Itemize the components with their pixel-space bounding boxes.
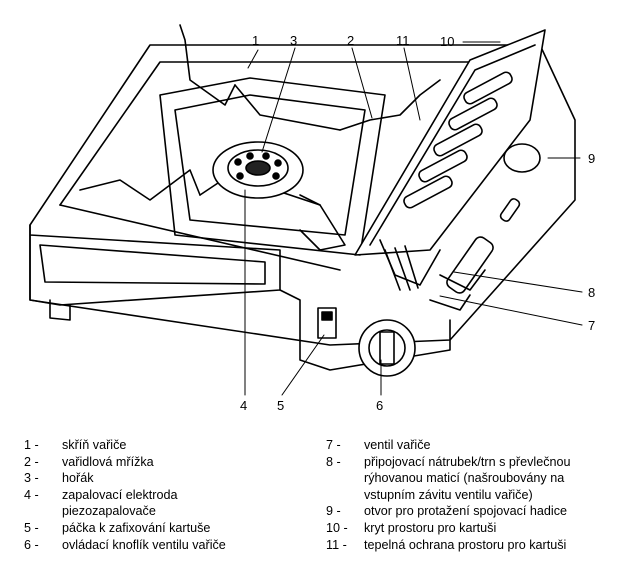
legend-text: tepelná ochrana prostoru pro kartuši xyxy=(364,537,567,552)
legend-key: 9 - xyxy=(326,504,341,519)
legend-row: 11 - tepelná ochrana prostoru pro kartuši xyxy=(326,537,571,554)
legend-right: 7 - ventil vařiče 8 - připojovací nátrubek/… xyxy=(326,437,571,553)
legend-row: 10 - kryt prostoru pro kartuši xyxy=(326,520,571,537)
legend-key: 11 - xyxy=(326,537,347,552)
callout-1: 1 xyxy=(252,33,259,48)
cooktop-plate xyxy=(159,77,386,256)
legend-key: 4 - xyxy=(24,487,39,502)
legend-text: připojovací nátrubek/trn s převlečnou xyxy=(364,454,571,469)
legend-key xyxy=(24,503,62,520)
legend-row: 2 - vařidlová mřížka xyxy=(24,454,226,471)
heat-shield xyxy=(379,239,441,291)
callout-10: 10 xyxy=(440,34,454,49)
callout-4: 4 xyxy=(240,398,247,413)
callout-2: 2 xyxy=(347,33,354,48)
lock-lever xyxy=(317,307,337,339)
legend-key xyxy=(326,487,364,504)
legend-row: 7 - ventil vařiče xyxy=(326,437,571,454)
callout-6: 6 xyxy=(376,398,383,413)
legend-text: zapalovací elektroda xyxy=(62,487,178,502)
legend-key xyxy=(326,470,364,487)
callout-11: 11 xyxy=(396,33,410,48)
legend-text: kryt prostoru pro kartuši xyxy=(364,520,497,535)
legend-key: 10 - xyxy=(326,520,348,535)
hose-hole xyxy=(503,143,541,173)
control-knob xyxy=(358,319,416,377)
burner xyxy=(212,141,304,199)
legend-row: piezozapalovače xyxy=(24,503,226,520)
legend-left: 1 - skříň vařiče 2 - vařidlová mřížka 3 - hoř… xyxy=(24,437,226,553)
legend-row: 5 - páčka k zafixování kartuše xyxy=(24,520,226,537)
legend-row: 3 - hořák xyxy=(24,470,226,487)
pot-support-grate xyxy=(79,24,441,251)
callout-5: 5 xyxy=(277,398,284,413)
callout-7: 7 xyxy=(588,318,595,333)
legend-row: 6 - ovládací knoflík ventilu vařiče xyxy=(24,537,226,554)
legend-key: 6 - xyxy=(24,537,39,552)
legend-row: 4 - zapalovací elektroda xyxy=(24,487,226,504)
legend-text: hořák xyxy=(62,471,94,486)
legend-text: otvor pro protažení spojovací hadice xyxy=(364,504,568,519)
leader-lines xyxy=(244,41,583,396)
legend-row: vstupním závitu ventilu vařiče) xyxy=(326,487,571,504)
legend-text: vstupním závitu ventilu vařiče) xyxy=(364,487,533,502)
legend-text: páčka k zafixování kartuše xyxy=(62,520,211,535)
legend-row: 9 - otvor pro protažení spojovací hadice xyxy=(326,503,571,520)
legend-key: 3 - xyxy=(24,471,39,486)
legend-text: skříň vařiče xyxy=(62,438,127,452)
callout-9: 9 xyxy=(588,151,595,166)
legend-text: ventil vařiče xyxy=(364,438,431,452)
legend-key: 5 - xyxy=(24,520,39,535)
legend-key: 7 - xyxy=(326,438,341,452)
legend-key: 2 - xyxy=(24,454,39,469)
legend-text: ovládací knoflík ventilu vařiče xyxy=(62,537,226,552)
callout-3: 3 xyxy=(290,33,297,48)
callout-8: 8 xyxy=(588,285,595,300)
valve-assembly xyxy=(429,198,521,311)
stove-diagram: 1 3 2 11 10 9 8 7 4 5 6 xyxy=(29,24,595,413)
legend-key: 8 - xyxy=(326,454,341,469)
legend-text: rýhovanou maticí (našroubovány na xyxy=(364,471,565,486)
legend-row: rýhovanou maticí (našroubovány na xyxy=(326,470,571,487)
cartridge-lid xyxy=(354,29,546,256)
legend-text: piezozapalovače xyxy=(62,504,156,519)
legend-text: vařidlová mřížka xyxy=(62,454,154,469)
legend-row: 8 - připojovací nátrubek/trn s převlečnou xyxy=(326,454,571,471)
legend-row: 1 - skříň vařiče xyxy=(24,437,226,454)
legend-key: 1 - xyxy=(24,438,39,452)
